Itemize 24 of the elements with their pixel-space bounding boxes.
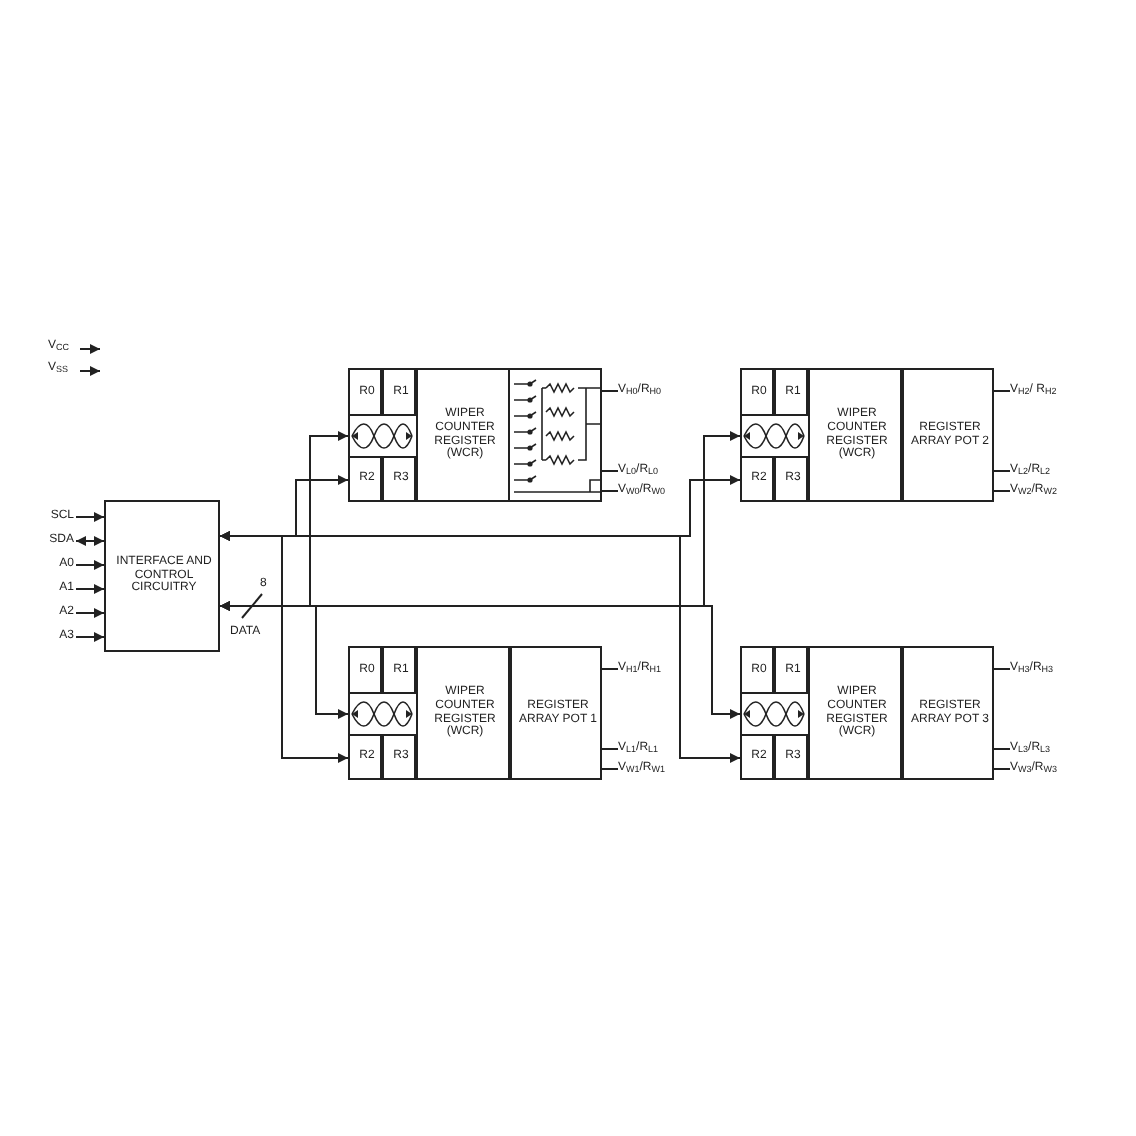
connector-line (601, 768, 619, 770)
arrow (75, 608, 105, 618)
potentiometer-block (740, 646, 994, 780)
connector-line (993, 490, 1011, 492)
arrow (75, 632, 105, 642)
connector-line (993, 470, 1011, 472)
potentiometer-block (740, 368, 994, 502)
arrow (75, 536, 105, 546)
connector-line (993, 748, 1011, 750)
arrow (75, 560, 105, 570)
arrow (219, 531, 741, 763)
connector-line (601, 748, 619, 750)
arrow (75, 584, 105, 594)
arrow (75, 512, 105, 522)
connector-line (601, 668, 619, 670)
potentiometer-block (348, 646, 602, 780)
arrow (219, 601, 741, 719)
connector-line (601, 490, 619, 492)
connector-line (993, 668, 1011, 670)
connector-line (993, 390, 1011, 392)
connector-line (993, 768, 1011, 770)
potentiometer-block (348, 368, 602, 502)
connector-line (601, 390, 619, 392)
connector-line (601, 470, 619, 472)
